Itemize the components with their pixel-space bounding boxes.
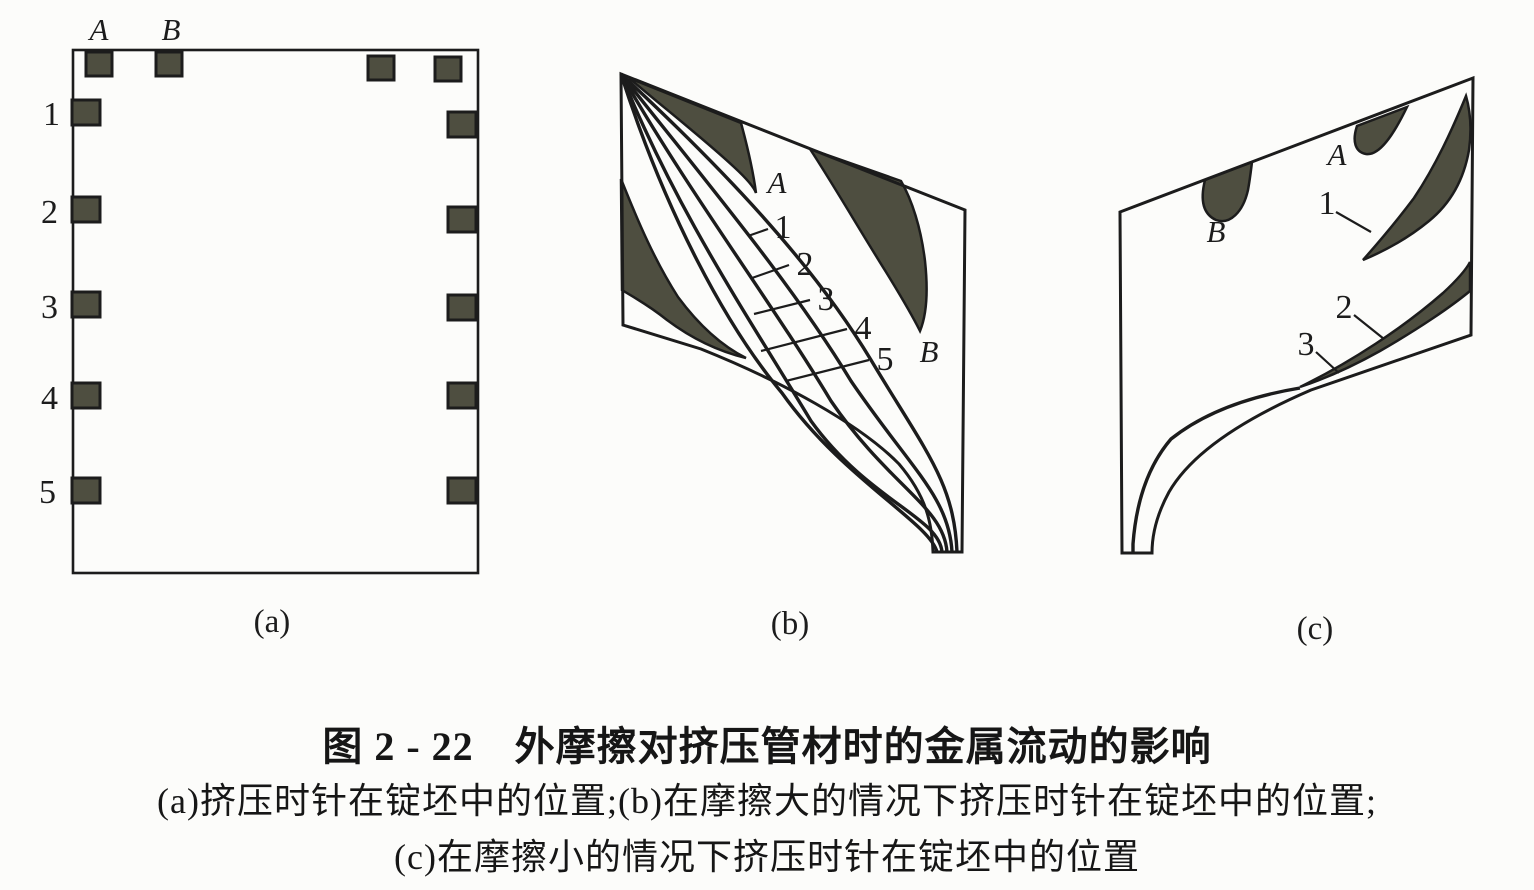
dead-zone-b-label: B [1207, 214, 1226, 249]
billet-c-outline [1118, 75, 1475, 555]
flow-line-4 [619, 73, 944, 553]
row-label-2: 2 [41, 194, 58, 231]
region-3-label: 3 [1298, 326, 1315, 363]
flow-lines [619, 72, 959, 553]
leader-1 [747, 227, 769, 238]
leader-2 [1353, 314, 1385, 340]
flow-line-1-label: 1 [775, 209, 792, 246]
grid-marker-square [446, 381, 478, 410]
grid-marker-square [70, 98, 102, 127]
row-label-4: 4 [41, 380, 58, 417]
grid-marker-square [154, 50, 184, 78]
grid-marker-square [433, 55, 463, 83]
billet-outline [71, 48, 480, 575]
panel-a-label: (a) [254, 604, 291, 640]
panel-b: A B 1 2 3 4 5 (b) [619, 71, 967, 642]
row-label-5: 5 [39, 474, 56, 511]
leader-3 [1315, 351, 1340, 374]
leader-5 [785, 358, 870, 383]
flow-line-4-label: 4 [855, 310, 872, 347]
figure-caption-line2: (a)挤压时针在锭坯中的位置;(b)在摩擦大的情况下挤压时针在锭坯中的位置; [157, 781, 1377, 821]
grid-marker-square [446, 110, 478, 139]
leader-3 [753, 298, 811, 316]
region-1-band [1362, 92, 1472, 262]
flow-line-3 [619, 73, 949, 553]
panel-a: A B 1 2 3 4 5 (a) [39, 12, 480, 640]
marker-squares-left [70, 98, 102, 505]
dead-zone-a-label: A [766, 165, 788, 200]
dead-zone-left-band [619, 178, 747, 360]
dead-zone-a-region [1353, 104, 1410, 156]
grid-marker-square [70, 381, 102, 410]
leader-1 [1335, 211, 1372, 233]
region-leaders [1315, 211, 1385, 374]
flow-line-1 [619, 72, 959, 553]
flow-line-inner [1131, 386, 1301, 553]
flow-line-2-label: 2 [797, 246, 814, 283]
grid-marker-square [446, 476, 478, 505]
region-1-label: 1 [1319, 185, 1336, 222]
panel-c: A B 1 2 3 (c) [1118, 75, 1475, 647]
dead-zone-a-region [628, 76, 758, 194]
billet-b-outline [619, 71, 967, 554]
flow-line-leaders [747, 227, 870, 383]
leader-2 [751, 263, 790, 280]
flow-line-3-label: 3 [818, 281, 835, 318]
marker-squares-right [446, 110, 478, 505]
flow-line-5-label: 5 [877, 341, 894, 378]
grid-marker-square [446, 205, 478, 234]
dead-zone-a-label: A [1326, 137, 1348, 172]
dead-zone-b-label: B [920, 334, 939, 369]
panel-c-label: (c) [1297, 611, 1334, 647]
region-2-band [1299, 261, 1472, 389]
leader-4 [760, 327, 848, 353]
panel-b-label: (b) [771, 606, 809, 642]
figure-caption-title: 图 2 - 22 外摩擦对挤压管材时的金属流动的影响 [322, 724, 1212, 769]
grid-marker-square [446, 293, 478, 322]
dead-zone-b-region [806, 146, 928, 335]
marker-label-b: B [162, 12, 181, 47]
row-label-3: 3 [41, 289, 58, 326]
grid-marker-square [70, 195, 102, 224]
marker-label-a: A [88, 12, 110, 47]
grid-marker-square [84, 50, 114, 78]
flow-line-5 [619, 73, 939, 553]
grid-marker-square [70, 290, 102, 319]
grid-marker-square [366, 54, 396, 82]
region-2-label: 2 [1336, 289, 1353, 326]
marker-squares-top [84, 50, 463, 83]
figure-caption-line3: (c)在摩擦小的情况下挤压时针在锭坯中的位置 [394, 837, 1140, 877]
grid-marker-square [70, 476, 102, 505]
row-label-1: 1 [43, 96, 60, 133]
flow-line-2 [619, 72, 954, 553]
panel-b-dead-zones [619, 76, 928, 360]
